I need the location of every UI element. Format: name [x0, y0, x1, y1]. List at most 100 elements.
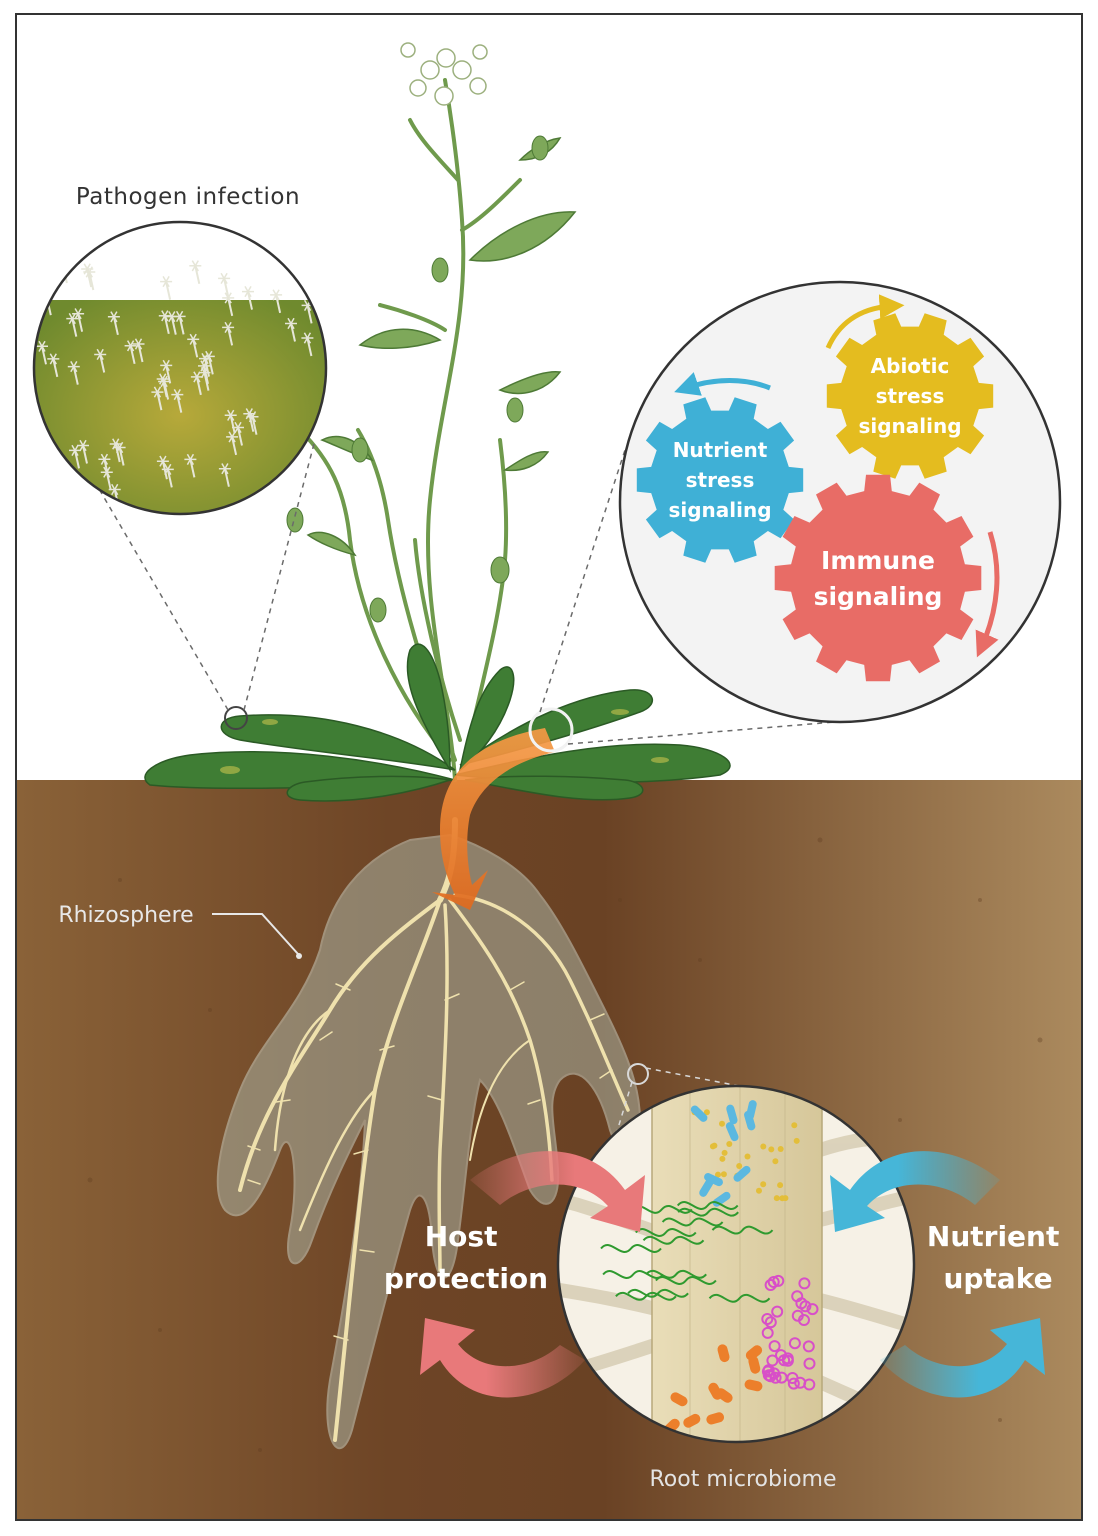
- yellow-cycle-arrow: [825, 294, 905, 350]
- yellow-bacterium: [720, 1171, 727, 1178]
- pink-bacterium: [761, 1326, 774, 1339]
- fungal-hypha: [615, 1291, 677, 1301]
- blue-bacterium: [690, 1105, 708, 1122]
- fungal-hypha: [661, 1217, 724, 1227]
- label-nutrient-uptake: Nutrient uptake: [927, 1220, 1069, 1295]
- spore: [189, 260, 202, 285]
- yellow-bacterium: [703, 1109, 710, 1116]
- fungal-hypha: [635, 1228, 697, 1237]
- pink-bacterium: [761, 1313, 774, 1325]
- spore: [98, 453, 111, 478]
- spore: [222, 292, 235, 317]
- pink-bacterium: [798, 1277, 811, 1290]
- spore: [184, 453, 197, 478]
- label-rhizosphere: Rhizosphere: [58, 903, 193, 928]
- yellow-bacterium: [736, 1163, 743, 1169]
- fungal-hypha: [642, 1235, 705, 1245]
- blue-bacterium: [726, 1104, 738, 1125]
- spore: [107, 311, 120, 336]
- orange-bacterium: [683, 1413, 701, 1428]
- gear-nutrient-shape: [636, 397, 804, 563]
- yellow-bacterium: [773, 1195, 780, 1202]
- pink-bacterium: [788, 1337, 801, 1350]
- spore: [171, 389, 184, 413]
- gear-immune: Immune signaling: [774, 474, 982, 682]
- host-protection-line-1: Host: [425, 1220, 498, 1253]
- spore: [190, 371, 203, 396]
- label-host-protection: Host protection: [384, 1220, 548, 1295]
- pink-bacterium: [762, 1369, 775, 1382]
- spore: [218, 272, 231, 297]
- spore: [224, 409, 237, 434]
- spore: [165, 311, 178, 335]
- gear-immune-shape: [774, 474, 982, 682]
- frame: [15, 13, 1083, 1521]
- spore: [285, 317, 297, 342]
- signaling-zoom-circle: AbioticstresssignalingNutrientstresssign…: [618, 280, 1062, 724]
- fungal-hypha: [627, 1288, 689, 1298]
- blue-bacterium: [699, 1178, 714, 1197]
- orange-bacterium: [748, 1355, 761, 1374]
- fungal-hypha: [676, 1201, 739, 1210]
- blue-bacterium: [704, 1173, 723, 1187]
- leaf-zoom-origin: [528, 707, 574, 753]
- yellow-bacterium: [719, 1120, 725, 1127]
- gear-nutrient-label-3: signaling: [668, 498, 771, 522]
- rhizosphere-leader: [212, 913, 299, 955]
- yellow-bacterium: [756, 1187, 762, 1194]
- yellow-bacterium: [760, 1181, 767, 1188]
- spore: [72, 308, 85, 332]
- yellow-bacterium: [772, 1158, 779, 1165]
- spore: [222, 321, 235, 346]
- orange-bacterium: [670, 1392, 688, 1407]
- yellow-bacterium: [793, 1137, 800, 1144]
- spore: [47, 353, 60, 378]
- pink-bacterium: [806, 1303, 819, 1316]
- pink-bacterium: [781, 1352, 794, 1365]
- pink-bacterium: [791, 1290, 804, 1303]
- host-protection-arrows: [420, 1151, 645, 1398]
- yellow-bacterium: [711, 1142, 718, 1149]
- fungal-hypha: [600, 1244, 662, 1253]
- gear-nutrient-label-2: stress: [686, 468, 755, 492]
- yellow-bacterium: [777, 1146, 784, 1152]
- spore: [243, 408, 256, 432]
- fungal-hypha: [645, 1269, 707, 1279]
- pink-bacterium: [768, 1367, 781, 1380]
- spore: [36, 340, 48, 365]
- orange-bacterium: [745, 1345, 763, 1361]
- pink-bacterium: [764, 1316, 777, 1329]
- blue-bacterium: [733, 1165, 751, 1182]
- spore: [151, 386, 164, 411]
- fungal-hypha: [677, 1207, 739, 1217]
- spore: [67, 361, 80, 385]
- spore: [158, 310, 171, 335]
- spore: [232, 421, 244, 446]
- nutrient-uptake-line-2: uptake: [943, 1262, 1052, 1295]
- gear-immune-label-2: signaling: [814, 582, 943, 611]
- pink-bacterium: [766, 1354, 779, 1367]
- pink-bacterium: [768, 1340, 781, 1353]
- plant-shoot: [144, 42, 731, 802]
- fungal-hypha: [655, 1276, 717, 1285]
- spore: [218, 463, 231, 487]
- spore: [160, 276, 173, 300]
- pink-bacterium: [771, 1305, 784, 1318]
- fungal-hypha: [602, 1270, 664, 1279]
- orange-bacterium: [706, 1412, 725, 1425]
- gear-immune-label-1: Immune: [821, 546, 935, 575]
- spore: [226, 431, 239, 456]
- spore: [69, 444, 81, 469]
- fungal-hypha: [711, 1225, 774, 1235]
- pink-bacterium: [794, 1376, 807, 1389]
- yellow-bacterium: [768, 1146, 775, 1153]
- pink-bacterium: [802, 1340, 815, 1353]
- gear-abiotic-shape: [826, 313, 994, 479]
- fungal-hypha: [708, 1293, 771, 1303]
- spore: [301, 332, 314, 357]
- red-cycle-arrow: [975, 531, 1000, 658]
